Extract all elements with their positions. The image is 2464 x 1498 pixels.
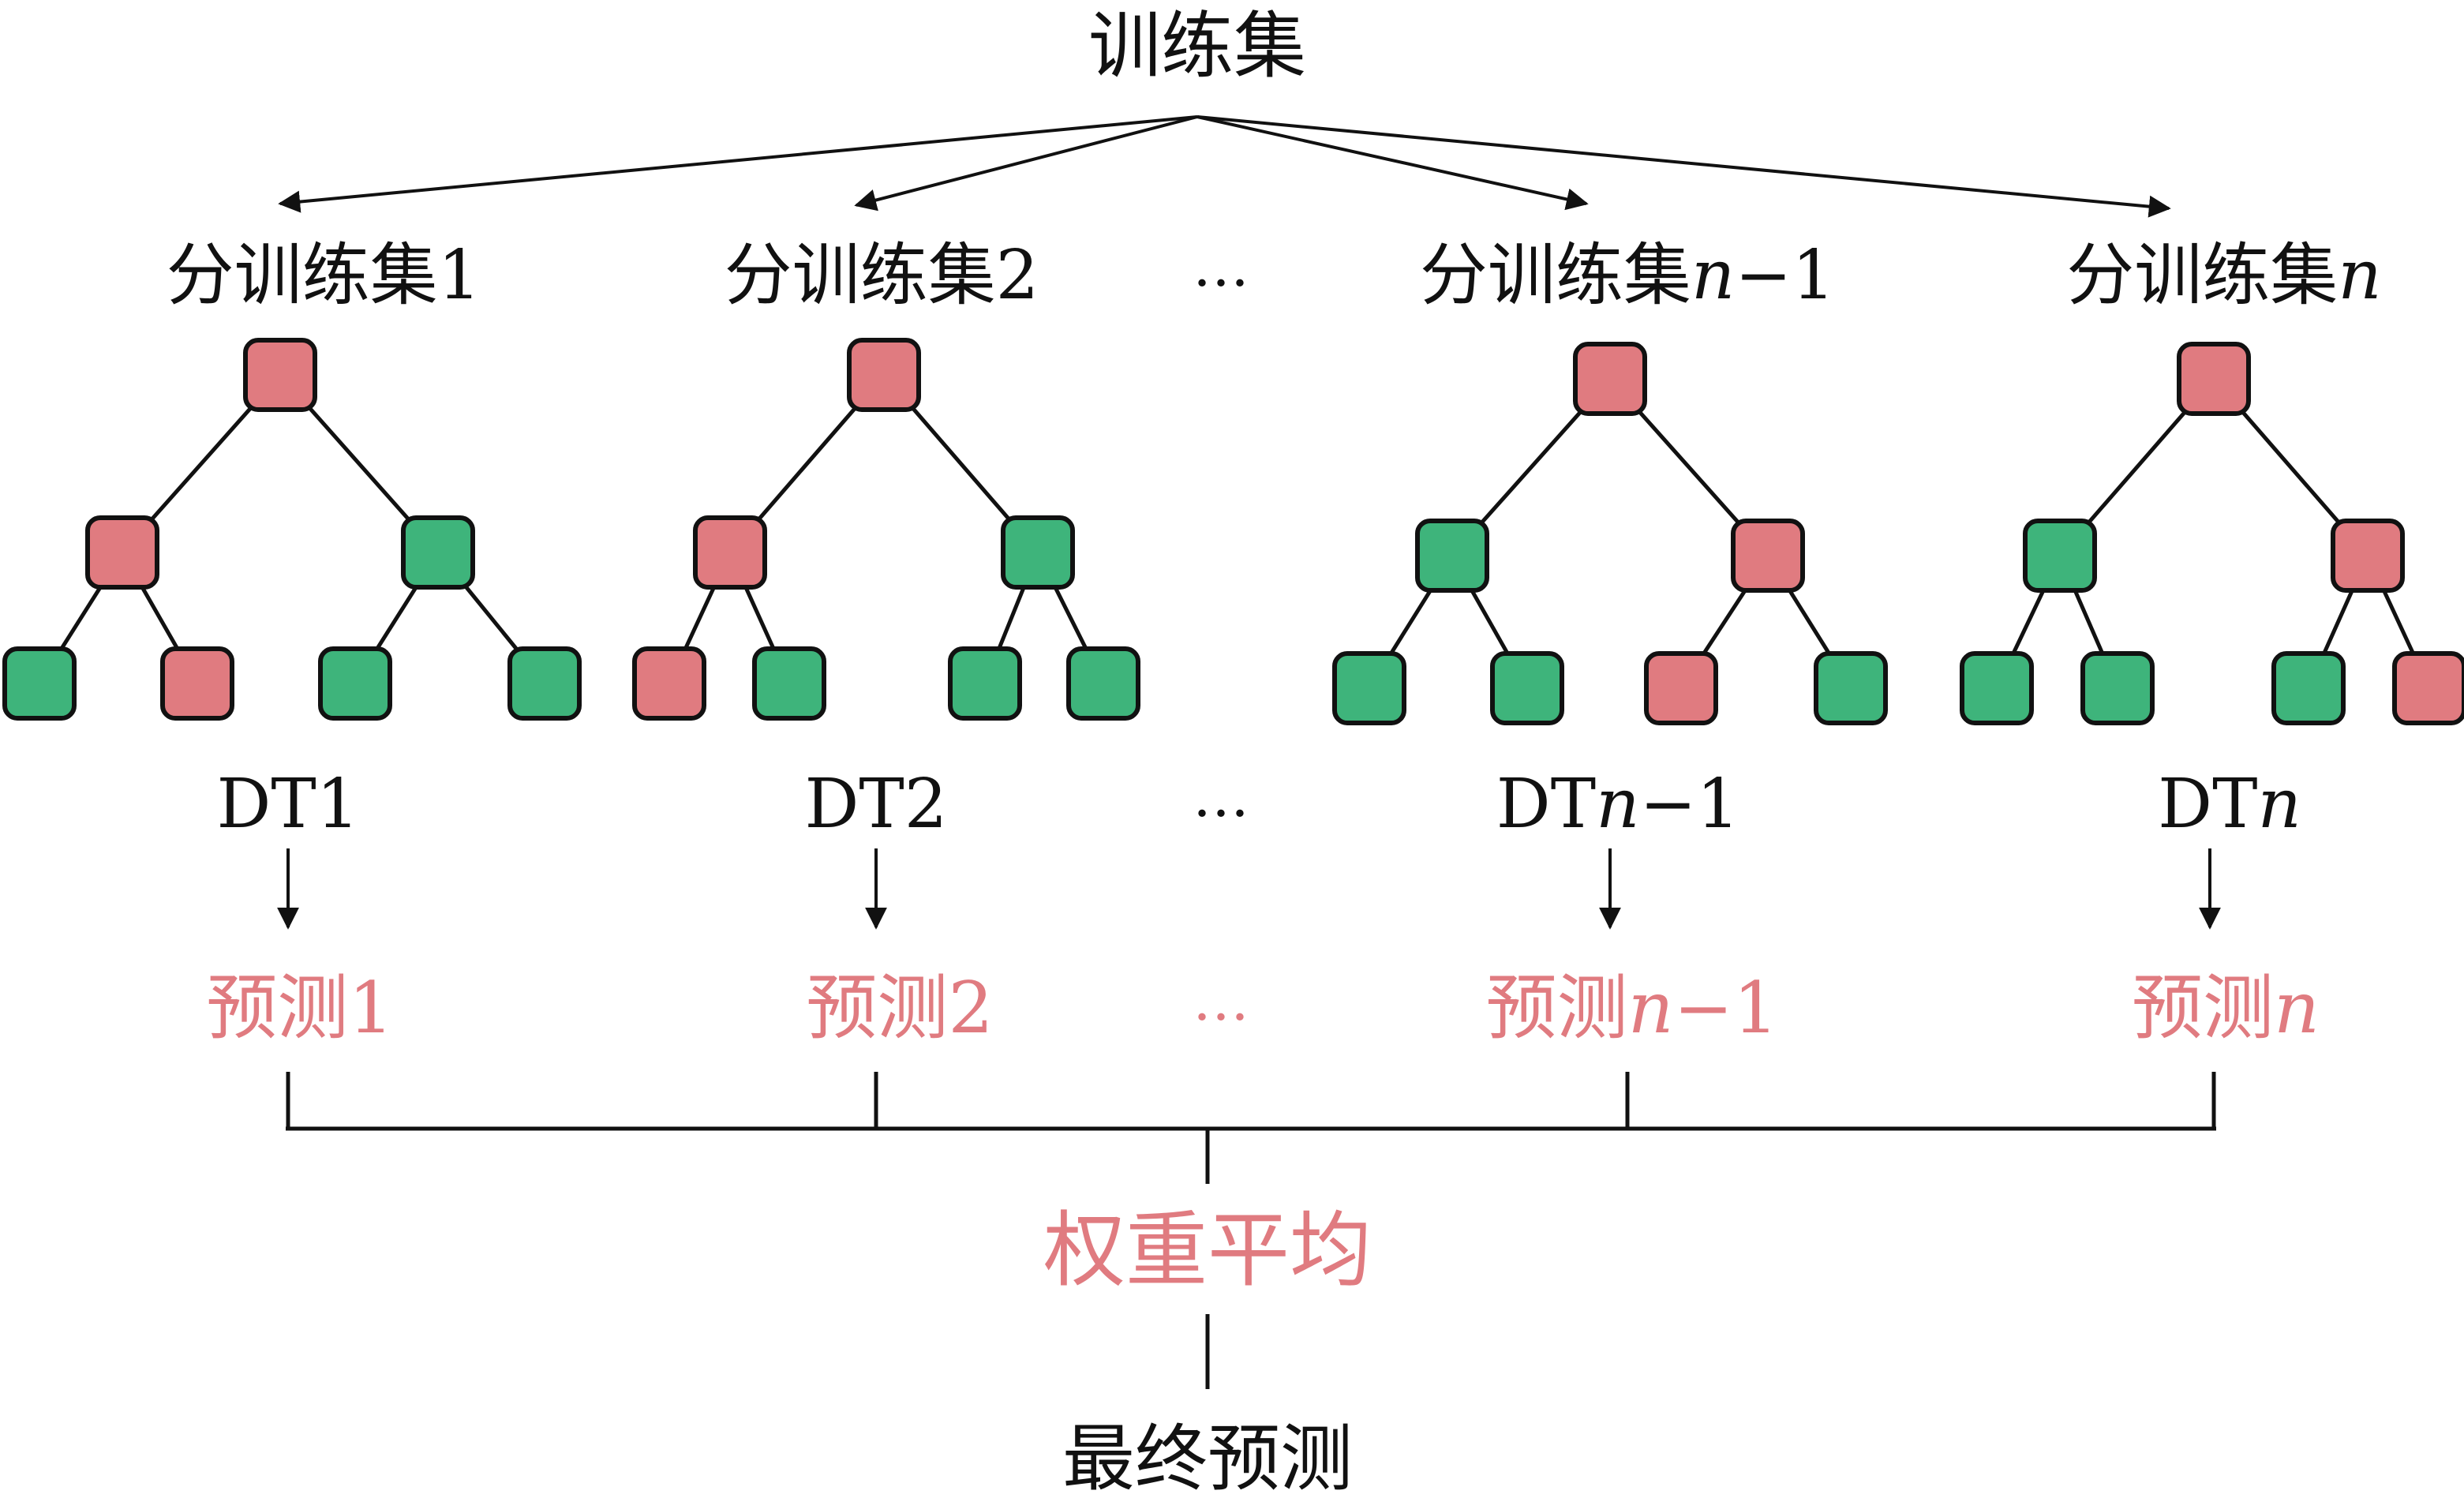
tree-node: [2080, 651, 2155, 725]
decision-tree: [2, 338, 582, 721]
subset-label: 分训练集1: [167, 236, 481, 315]
decision-trees: [2, 338, 2464, 725]
root-arrows: [278, 115, 2171, 218]
decision-tree: [632, 338, 1140, 721]
tree-node: [1332, 651, 1406, 725]
prediction-label: 预测n−1: [1486, 967, 1779, 1050]
decision-tree: [1960, 342, 2464, 725]
tree-node: [1490, 651, 1564, 725]
tree-node: [318, 646, 392, 721]
tree-node: [1814, 651, 1888, 725]
tree-labels: DT1 DT2 DTn−1 DTn …: [216, 763, 2301, 844]
final-label: 最终预测: [1062, 1417, 1353, 1498]
tree-node: [2331, 519, 2405, 593]
tree-node: [2, 646, 77, 721]
tree-node: [160, 646, 234, 721]
tree-node: [948, 646, 1022, 721]
tree-node: [693, 515, 767, 590]
tree-node: [2271, 651, 2346, 725]
tree-node: [1731, 519, 1805, 593]
root-label: 训练集: [1088, 4, 1306, 88]
tree-node: [2023, 519, 2097, 593]
prediction-label: 预测n: [2132, 967, 2320, 1050]
tree-node: [632, 646, 706, 721]
ellipsis: …: [1193, 763, 1249, 830]
prediction-label: 预测1: [206, 967, 393, 1050]
decision-tree: [1332, 342, 1888, 725]
aggregation-label: 权重平均: [1043, 1202, 1372, 1298]
tree-label: DT1: [216, 765, 359, 844]
ellipsis: …: [1193, 967, 1249, 1033]
subset-label: 分训练集n: [2066, 236, 2381, 315]
subset-label: 分训练集2: [725, 236, 1039, 315]
tree-node: [2177, 342, 2251, 416]
tree-node: [752, 646, 826, 721]
tree-node: [401, 515, 475, 590]
tree-label: DTn: [2158, 765, 2301, 844]
prediction-label: 预测2: [806, 967, 993, 1050]
tree-node: [243, 338, 317, 412]
tree-node: [1066, 646, 1140, 721]
tree-node: [1573, 342, 1647, 416]
arrow-to-subset-1: [278, 115, 1198, 213]
tree-node: [1415, 519, 1489, 593]
subset-labels: 分训练集1 分训练集2 分训练集n−1 分训练集n …: [167, 233, 2382, 315]
tree-label: DT2: [804, 765, 947, 844]
tree-node: [2392, 651, 2464, 725]
tree-node: [1644, 651, 1718, 725]
tree-node: [1960, 651, 2034, 725]
arrow-to-subset-2: [854, 115, 1198, 212]
subset-label: 分训练集n−1: [1420, 236, 1835, 315]
tree-node: [847, 338, 921, 412]
ellipsis: …: [1193, 233, 1249, 299]
tree-node: [85, 515, 159, 590]
tree-node: [507, 646, 582, 721]
tree-label: DTn−1: [1496, 765, 1739, 844]
aggregation-bracket: [286, 1072, 2216, 1184]
tree-node: [1001, 515, 1075, 590]
prediction-arrows: [277, 848, 2221, 930]
prediction-labels: 预测1 预测2 预测n−1 预测n …: [206, 967, 2320, 1050]
arrow-to-subset-n: [1196, 115, 2171, 218]
arrow-to-subset-n-1: [1196, 115, 1589, 211]
